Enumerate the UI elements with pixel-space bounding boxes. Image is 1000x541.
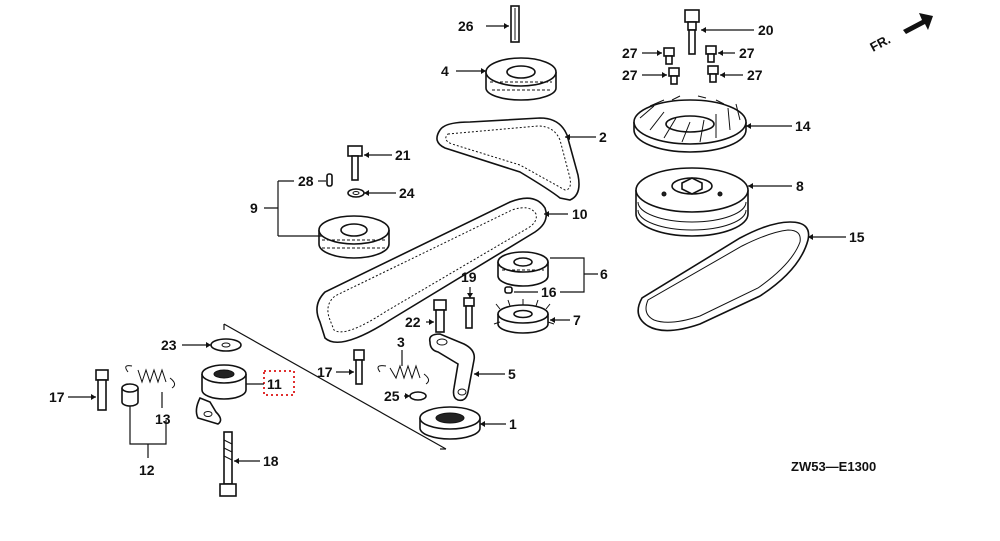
diagram-reference-code: ZW53—E1300 xyxy=(791,459,876,474)
part-9-cam-pulley xyxy=(318,215,390,259)
part-10-belt xyxy=(316,197,548,344)
assembly-bracket-line xyxy=(223,323,447,450)
part-3-spring xyxy=(377,364,430,385)
callout-28[interactable]: 28 xyxy=(298,173,314,189)
callout-23[interactable]: 23 xyxy=(161,337,177,353)
callout-5[interactable]: 5 xyxy=(508,366,516,382)
callout-1[interactable]: 1 xyxy=(509,416,517,432)
callout-27-d[interactable]: 27 xyxy=(747,67,763,83)
callout-19[interactable]: 19 xyxy=(461,269,477,285)
callout-9[interactable]: 9 xyxy=(250,200,258,216)
part-13-spring xyxy=(125,365,176,389)
part-16-key xyxy=(504,286,513,294)
part-22-bolt xyxy=(433,299,447,333)
callout-27-c[interactable]: 27 xyxy=(622,67,638,83)
callout-22[interactable]: 22 xyxy=(405,314,421,330)
callout-8[interactable]: 8 xyxy=(796,178,804,194)
part-25-washer xyxy=(409,391,427,401)
callout-20[interactable]: 20 xyxy=(758,22,774,38)
part-11-tensioner xyxy=(195,364,247,425)
part-20-bolt xyxy=(684,9,700,55)
callout-2[interactable]: 2 xyxy=(599,129,607,145)
callout-7[interactable]: 7 xyxy=(573,312,581,328)
part-6-gear xyxy=(497,251,549,287)
callout-27-b[interactable]: 27 xyxy=(739,45,755,61)
callout-25[interactable]: 25 xyxy=(384,388,400,404)
part-13-collar xyxy=(121,383,139,407)
callout-15[interactable]: 15 xyxy=(849,229,865,245)
part-28-pin xyxy=(326,173,333,187)
callout-18[interactable]: 18 xyxy=(263,453,279,469)
part-24-washer xyxy=(347,188,365,198)
callout-11[interactable]: 11 xyxy=(267,376,282,392)
callout-17-center[interactable]: 17 xyxy=(317,364,333,380)
part-15-vbelt xyxy=(637,221,810,332)
front-direction-label: FR. xyxy=(867,32,893,55)
callout-17-left[interactable]: 17 xyxy=(49,389,65,405)
part-26-pin xyxy=(510,5,520,43)
part-19-bolt xyxy=(463,297,475,329)
part-23-washer xyxy=(210,338,242,352)
part-8-pulley xyxy=(635,167,749,237)
part-17-bolt-left xyxy=(95,369,109,411)
callout-labels: 26 4 2 10 20 27 27 27 27 14 8 15 21 28 2… xyxy=(49,18,865,478)
part-2-belt xyxy=(436,117,580,201)
callout-21[interactable]: 21 xyxy=(395,147,411,163)
part-1-pulley xyxy=(419,406,481,440)
callout-6[interactable]: 6 xyxy=(600,266,608,282)
callout-12[interactable]: 12 xyxy=(139,462,155,478)
part-17-bolt-center xyxy=(353,349,365,385)
part-27-bolts xyxy=(663,45,719,85)
part-21-bolt xyxy=(347,145,363,181)
arrow-icon xyxy=(903,13,933,34)
part-5-arm xyxy=(428,333,476,402)
part-18-bolt xyxy=(219,431,237,497)
callout-14[interactable]: 14 xyxy=(795,118,811,134)
callout-13[interactable]: 13 xyxy=(155,411,171,427)
callout-26[interactable]: 26 xyxy=(458,18,474,34)
callout-10[interactable]: 10 xyxy=(572,206,588,222)
part-7-sprocket xyxy=(493,299,555,334)
part-14-fan xyxy=(633,95,747,153)
callout-24[interactable]: 24 xyxy=(399,185,415,201)
callout-4[interactable]: 4 xyxy=(441,63,449,79)
front-direction-arrow: FR. xyxy=(867,13,933,55)
callout-27-a[interactable]: 27 xyxy=(622,45,638,61)
part-11-highlight[interactable] xyxy=(263,370,295,396)
callout-3[interactable]: 3 xyxy=(397,334,405,350)
leader-lines xyxy=(68,23,846,464)
part-4-pulley xyxy=(485,57,557,101)
callout-16[interactable]: 16 xyxy=(541,284,557,300)
